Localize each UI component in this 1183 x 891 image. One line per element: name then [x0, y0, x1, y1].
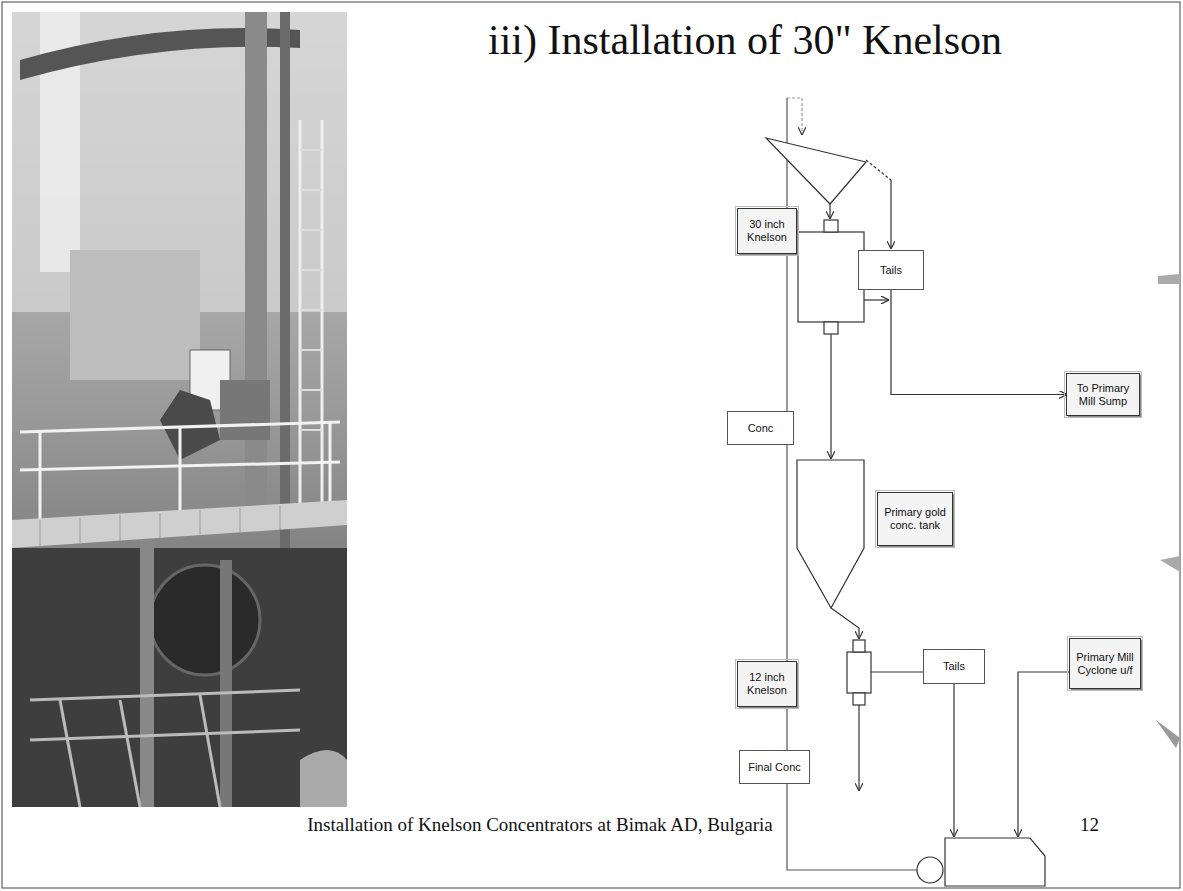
box-text: Tails	[943, 660, 965, 673]
source-box: Primary Mill Cyclone u/f	[1069, 638, 1141, 689]
box-text: 30 inch Knelson	[742, 218, 792, 243]
slide-caption: Installation of Knelson Concentrators at…	[170, 814, 910, 836]
box-text: To Primary Mill Sump	[1071, 382, 1135, 407]
box-text: Final Conc	[748, 761, 801, 774]
box-text: Primary Mill Cyclone u/f	[1074, 651, 1136, 676]
equipment-label: 12 inch Knelson	[737, 661, 797, 707]
stream-box: Final Conc	[739, 750, 810, 784]
box-text: Primary gold conc. tank	[882, 506, 948, 531]
flow-line	[891, 290, 1066, 395]
destination-box: To Primary Mill Sump	[1066, 373, 1140, 416]
box-text: Conc	[748, 422, 774, 435]
stream-box: Tails	[858, 250, 924, 290]
slide-title: iii) Installation of 30" Knelson	[488, 16, 1002, 64]
box-text: 12 inch Knelson	[742, 671, 792, 696]
flowsheet-lines	[766, 98, 1069, 886]
page-number: 12	[1080, 814, 1099, 836]
box-text: Tails	[880, 264, 902, 277]
equipment-label: Primary gold conc. tank	[877, 492, 953, 546]
stream-box: Tails	[923, 649, 985, 684]
plant-photo	[12, 12, 347, 807]
stream-box: Conc	[727, 411, 794, 445]
equipment-label: 30 inch Knelson	[737, 208, 797, 254]
